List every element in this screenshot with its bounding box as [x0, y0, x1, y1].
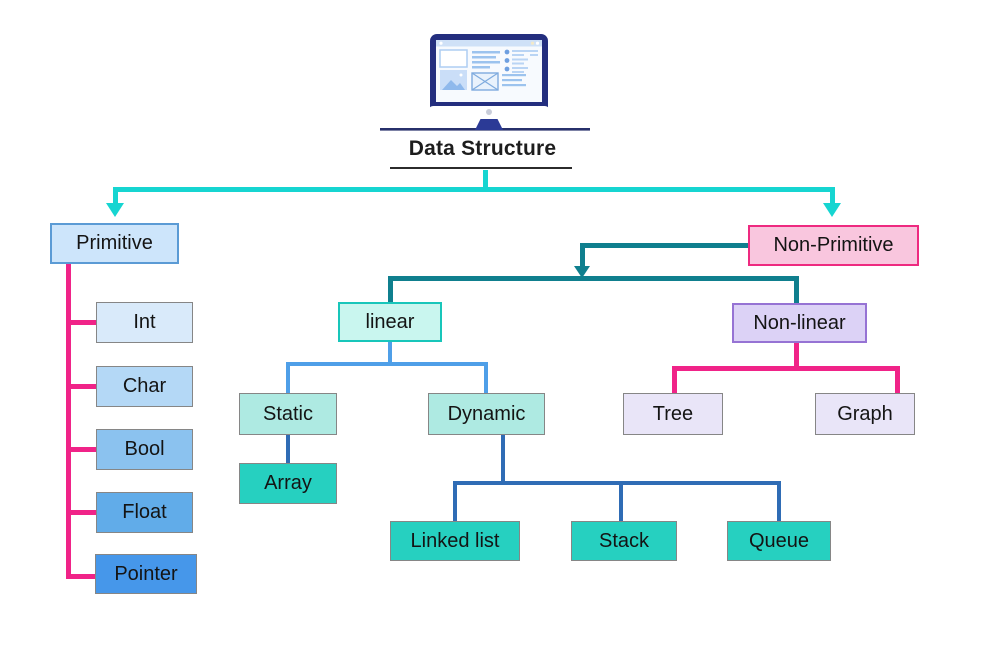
node-int: Int: [96, 302, 193, 343]
connector-drop-tree: [672, 366, 677, 393]
connector-linear-bar: [286, 362, 488, 366]
connector-stub-pointer: [66, 574, 96, 579]
connector-stub-int: [66, 320, 97, 325]
connector-root-left-drop: [113, 187, 118, 203]
node-array: Array: [239, 463, 337, 504]
node-linear: linear: [338, 302, 442, 342]
node-static: Static: [239, 393, 337, 435]
connector-drop-linear: [388, 276, 393, 302]
connector-nonprimitive-out: [584, 243, 748, 248]
computer-monitor-icon: [380, 34, 590, 131]
connector-stub-bool: [66, 447, 97, 452]
node-linked-list: Linked list: [390, 521, 520, 561]
root-title-underline: [390, 167, 572, 169]
node-bool: Bool: [96, 429, 193, 470]
connector-primitive-trunk: [66, 263, 71, 579]
arrowhead-to-primitive: [106, 203, 124, 217]
arrowhead-to-non-primitive: [823, 203, 841, 217]
connector-drop-graph: [895, 366, 900, 393]
connector-linear-stem: [388, 342, 392, 364]
connector-drop-stack: [619, 481, 623, 521]
connector-drop-nonlinear: [794, 276, 799, 303]
connector-root-bar: [113, 187, 835, 192]
connector-root-right-drop: [830, 187, 835, 203]
arrowhead-to-linear-group: [574, 266, 590, 278]
connector-nonprimitive-drop: [580, 243, 585, 266]
node-non-linear: Non-linear: [732, 303, 867, 343]
connector-drop-dynamic: [484, 362, 488, 393]
node-tree: Tree: [623, 393, 723, 435]
connector-root-stem: [483, 170, 488, 189]
root-title: Data Structure: [408, 137, 557, 160]
connector-stub-char: [66, 384, 97, 389]
node-stack: Stack: [571, 521, 677, 561]
connector-stub-float: [66, 510, 97, 515]
connector-dynamic-stem: [501, 435, 505, 483]
node-pointer: Pointer: [95, 554, 197, 594]
node-dynamic: Dynamic: [428, 393, 545, 435]
connector-linear-group-bar: [388, 276, 799, 281]
connector-nonlinear-stem: [794, 343, 799, 368]
connector-dynamic-bar: [453, 481, 781, 485]
node-float: Float: [96, 492, 193, 533]
connector-nonlinear-bar: [672, 366, 900, 371]
node-graph: Graph: [815, 393, 915, 435]
connector-static-to-array: [286, 435, 290, 463]
node-non-primitive: Non-Primitive: [748, 225, 919, 266]
connector-drop-linked-list: [453, 481, 457, 521]
connector-drop-queue: [777, 481, 781, 521]
connector-drop-static: [286, 362, 290, 393]
node-char: Char: [96, 366, 193, 407]
node-queue: Queue: [727, 521, 831, 561]
node-primitive: Primitive: [50, 223, 179, 264]
